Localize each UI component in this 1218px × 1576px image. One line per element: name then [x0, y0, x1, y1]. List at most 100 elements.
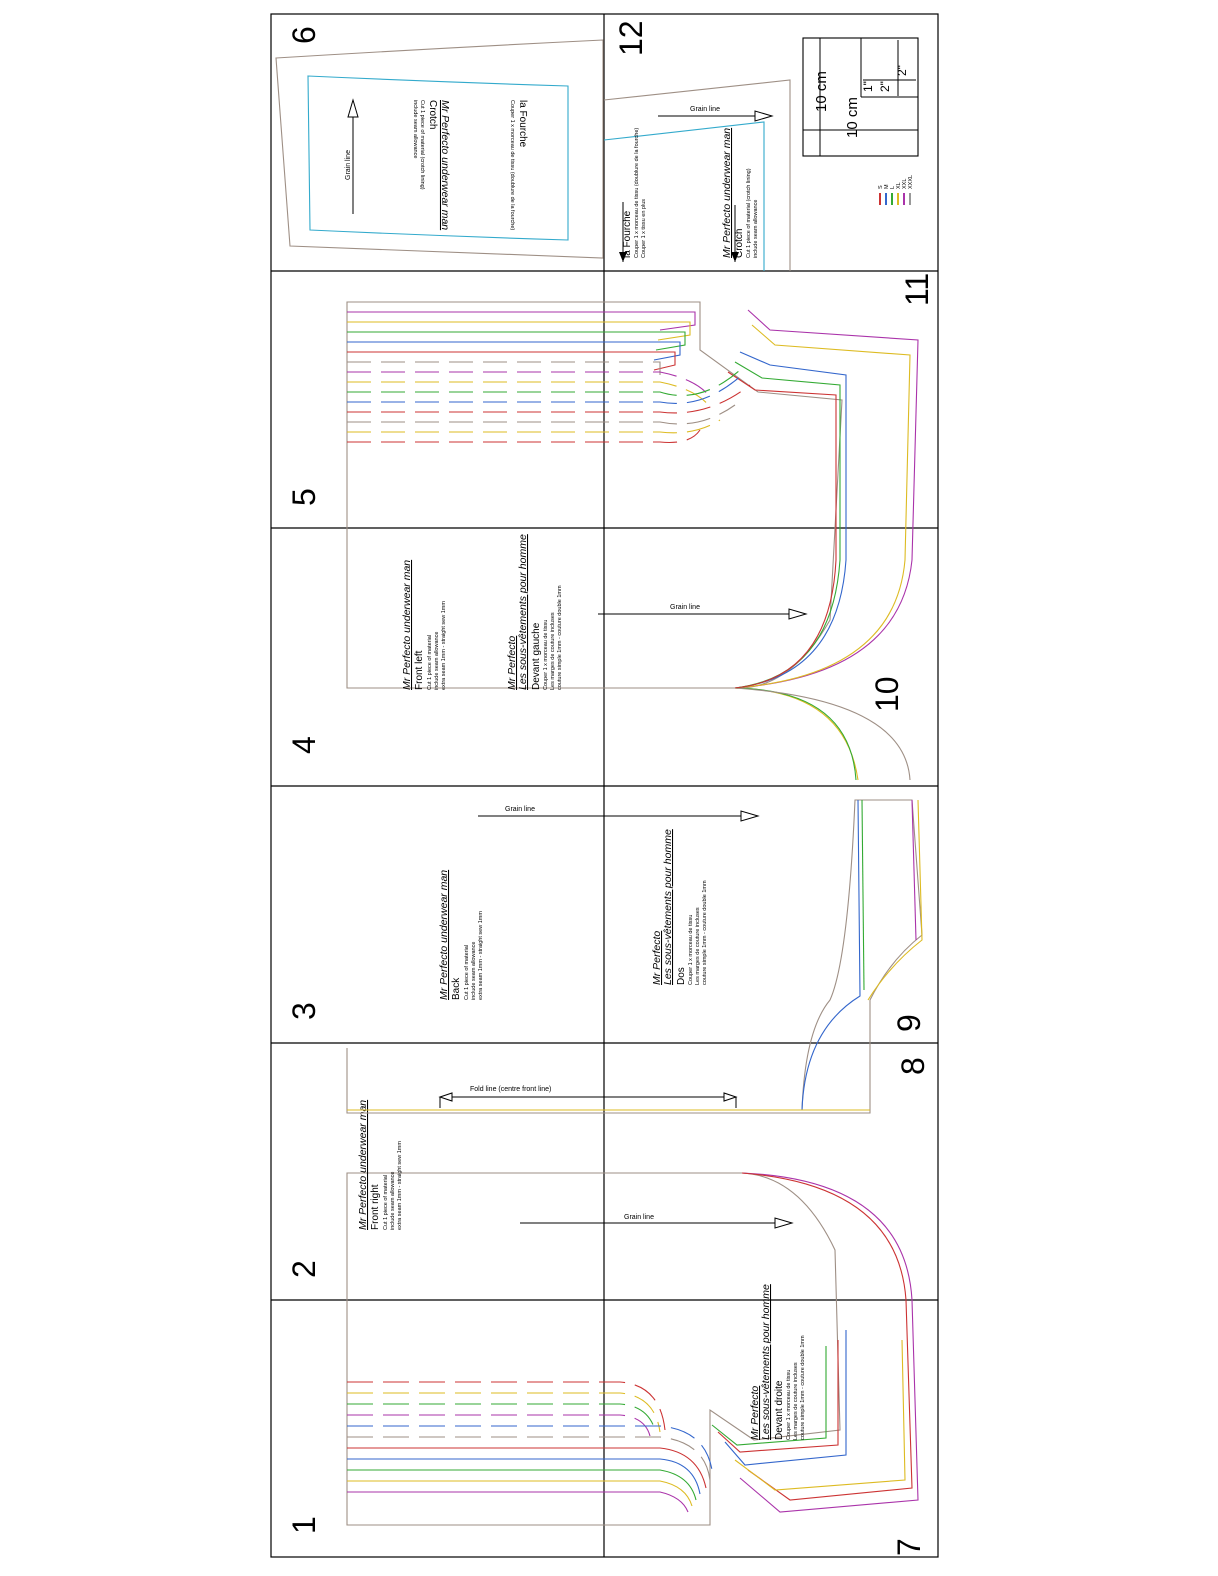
nest-line: [347, 404, 736, 425]
front-right-size-line: [711, 1346, 827, 1446]
front-left-fr-brand: Les sous-vêtements pour homme: [517, 534, 529, 690]
front-right-size-line: [724, 1330, 847, 1466]
back-outline: [346, 799, 923, 1114]
back-note-1: Cut 1 piece of material: [464, 945, 470, 1000]
back-fr-note-1: Couper 1 x morceau de tissu: [688, 915, 694, 985]
nest-line: [347, 1392, 661, 1433]
front-left-fr-label: Mr Perfecto Les sous-vêtements pour homm…: [506, 534, 563, 690]
crotch-12-note-1: Cut 1 piece of material (crotch lining): [746, 168, 752, 258]
crotch-stitch-line: [307, 75, 569, 241]
front-right-note-2: include seam allowance: [390, 1172, 396, 1230]
front-left-label: Mr Perfecto underwear man Front left Cut…: [401, 560, 447, 690]
back-piece-name: Back: [451, 977, 462, 1000]
page-number-2: 2: [286, 1260, 322, 1278]
front-right-fr-piece: Devant droite: [774, 1380, 785, 1440]
fold-line: Fold line (centre front line): [438, 1086, 738, 1108]
grain-line-label: Grain line: [690, 106, 720, 113]
front-right-note-1: Cut 1 piece of material: [383, 1175, 389, 1230]
crotch-top-title: Mr Perfecto underwear man: [439, 100, 451, 230]
nest-line: [347, 1480, 693, 1507]
crotch-12-fr-note-2: Couper 1 x tissu en plus: [641, 199, 647, 258]
front-right-size-line: [734, 1339, 906, 1491]
crotch-top-note-2: include seam allowance: [412, 100, 418, 158]
front-left-fr-title: Mr Perfecto: [506, 636, 518, 690]
front-left-size-line: [734, 687, 911, 781]
crotch-12-title: Mr Perfecto underwear man: [721, 128, 733, 258]
front-right-label: Mr Perfecto underwear man Front right Cu…: [357, 1100, 403, 1230]
page-number-5: 5: [286, 488, 322, 506]
nest-line: [347, 1425, 713, 1471]
crotch-12-stitch-line: [603, 121, 765, 271]
nest-line: [347, 331, 686, 351]
front-right-size-line: [717, 1340, 839, 1453]
front-left-note-2: include seam allowance: [434, 632, 440, 690]
crotch-top-note-1: Cut 1 piece of material (crotch lining): [419, 100, 425, 190]
front-right-piece: [346, 1172, 919, 1526]
grain-line-label: Grain line: [345, 150, 352, 180]
front-right-grain-line: Grain line: [520, 1214, 794, 1229]
front-right-fr-brand: Les sous-vêtements pour homme: [760, 1284, 772, 1440]
page-number-9: 9: [891, 1014, 927, 1032]
page-number-10: 10: [869, 676, 905, 712]
scale-inch-small: 1": [861, 81, 875, 92]
size-legend-label: XXL: [902, 179, 908, 189]
nest-line: [347, 384, 751, 414]
front-right-fr-note-1: Couper 1 x morceau de tissu: [786, 1370, 792, 1440]
front-left-note-3: extra seam 1mm - straight sew 1mm: [441, 601, 447, 690]
back-label: Mr Perfecto underwear man Back Cut 1 pie…: [438, 870, 484, 1000]
front-left-size-line: [734, 687, 859, 781]
back-size-line: [801, 799, 861, 1111]
size-legend-label: L: [890, 186, 896, 189]
nest-line: [347, 429, 701, 444]
front-left-size-line: [734, 361, 841, 689]
back-note-2: include seam allowance: [471, 942, 477, 1000]
nest-line: [347, 1469, 697, 1501]
front-right-size-line: [741, 1172, 913, 1501]
nest-line: [347, 321, 691, 341]
back-fr-title: Mr Perfecto: [651, 931, 663, 985]
nest-line: [347, 1381, 666, 1431]
scale-inch-horizontal: 2": [895, 65, 909, 76]
nest-line: [347, 381, 713, 411]
back-piece: [346, 799, 923, 1114]
page-number-6: 6: [286, 26, 322, 44]
fold-line-label: Fold line (centre front line): [470, 1086, 551, 1093]
front-left-nest-lines: [347, 311, 751, 444]
front-right-size-line: [739, 1172, 919, 1513]
front-left-size-line: [734, 324, 911, 689]
page-numbers: 1 2 3 4 5 6 7 8 9 10 11 12: [286, 20, 935, 1556]
crotch-12-note-2: include seam allowance: [753, 200, 759, 258]
grain-line-label: Grain line: [670, 604, 700, 611]
crotch-piece-12: [603, 79, 791, 271]
back-title: Mr Perfecto underwear man: [438, 870, 450, 1000]
front-right-fr-title: Mr Perfecto: [749, 1386, 761, 1440]
page-number-1: 1: [286, 1516, 322, 1534]
back-note-3: extra seam 1mm - straight sew 1mm: [478, 911, 484, 1000]
front-left-fr-piece: Devant gauche: [531, 622, 542, 690]
front-left-outline: [346, 301, 843, 689]
size-legend-label: XXXL: [908, 175, 914, 189]
nest-line: [347, 351, 676, 371]
crotch-top-label: la Fourche Couper 1 x morceau de tissu (…: [412, 100, 528, 230]
back-fr-brand: Les sous-vêtements pour homme: [662, 829, 674, 985]
size-legend-label: M: [884, 184, 890, 189]
back-size-line: [867, 799, 923, 1001]
nest-line: [347, 311, 696, 331]
nest-line: [347, 371, 713, 401]
crotch-piece-top: [275, 39, 604, 259]
front-left-note-1: Cut 1 piece of material: [427, 635, 433, 690]
page-number-4: 4: [286, 736, 322, 754]
crotch-top-fr-title: la Fourche: [517, 100, 528, 148]
crotch-12-outline: [603, 79, 791, 271]
crotch-12-label: Mr Perfecto underwear man Crotch Cut 1 p…: [721, 128, 759, 258]
crotch-top-fr-note: Couper 1 x morceau de tissu (doublure de…: [509, 100, 515, 230]
crotch-12-side-marks: [619, 202, 739, 262]
front-left-fr-note-2: Les marges de couture incluses: [550, 612, 556, 690]
front-left-piece-name: Front left: [414, 650, 425, 690]
crotch-12-fr-label: la Fourche Couper 1 x morceau de tissu (…: [622, 128, 647, 258]
front-left-title: Mr Perfecto underwear man: [401, 560, 413, 690]
front-left-size-line: [734, 687, 857, 781]
crotch-top-piece: Crotch: [427, 100, 438, 129]
